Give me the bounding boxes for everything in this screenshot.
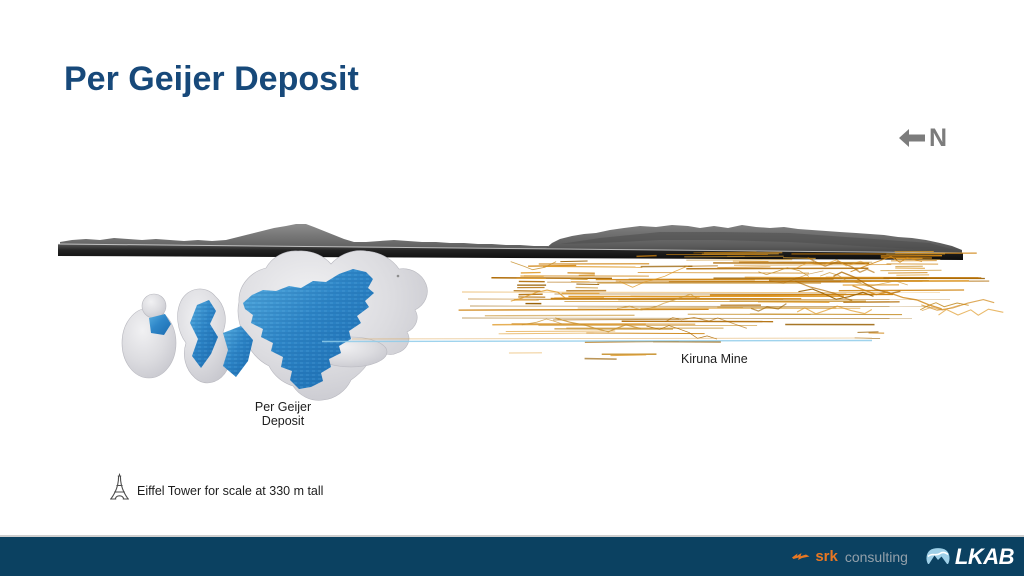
- north-indicator: N: [899, 124, 947, 152]
- north-label: N: [929, 123, 948, 152]
- deposit-ore-zones: [149, 269, 400, 389]
- srk-consulting-logo: srk consulting: [792, 549, 908, 564]
- survey-dot: [396, 274, 400, 278]
- deposit-label-line2: Deposit: [261, 414, 305, 428]
- srk-consulting-text: consulting: [844, 548, 908, 565]
- page-title: Per Geijer Deposit: [64, 60, 359, 98]
- lkab-logo: LKAB: [925, 543, 1015, 569]
- terrain-hills-left: [60, 224, 548, 251]
- kiruna-mine-workings: [458, 251, 1004, 360]
- deposit-label-line1: Per Geijer: [254, 400, 312, 414]
- connector-line: [321, 337, 873, 343]
- srk-wordmark: srk: [815, 548, 838, 565]
- lkab-wordmark: LKAB: [954, 543, 1015, 569]
- kiruna-mine-label: Kiruna Mine: [681, 352, 748, 366]
- scale-note: Eiffel Tower for scale at 330 m tall: [110, 473, 323, 501]
- scale-note-text: Eiffel Tower for scale at 330 m tall: [137, 484, 324, 498]
- eiffel-tower-icon: [110, 473, 129, 500]
- srk-icon: [792, 553, 810, 560]
- footer-top-edge: [0, 535, 1024, 537]
- north-arrow-icon: [899, 129, 925, 147]
- deposit-label: Per Geijer Deposit: [233, 400, 333, 428]
- footer-bar: srk consulting LKAB: [0, 537, 1024, 576]
- lkab-icon: [926, 547, 950, 564]
